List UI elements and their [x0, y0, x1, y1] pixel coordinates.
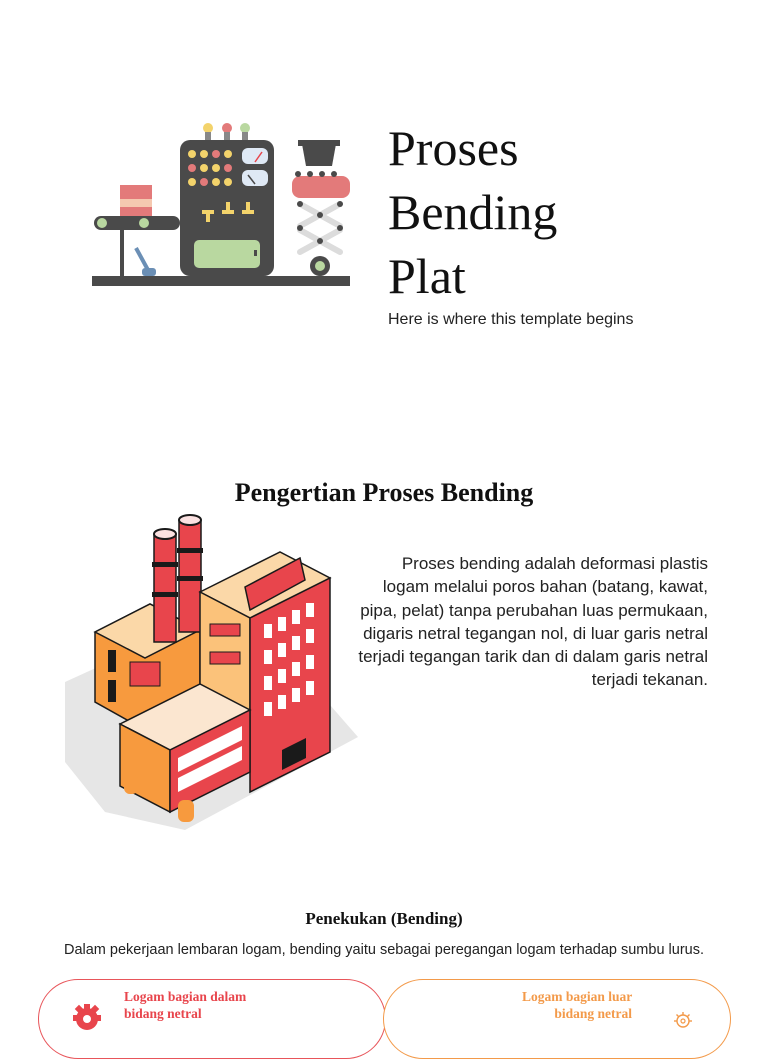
card-label-outer: Logam bagian luar bidang netral — [522, 988, 632, 1022]
green-panel — [194, 240, 260, 268]
penekukan-heading: Penekukan (Bending) — [305, 909, 463, 928]
hero-subtitle: Here is where this template begins — [388, 311, 634, 328]
card-label-line: Logam bagian luar — [522, 989, 633, 1004]
hero-title: Proses Bending Plat — [388, 116, 557, 308]
hero-title-line: Proses — [388, 120, 519, 176]
machine-base — [92, 276, 350, 286]
card-label-line: bidang netral — [554, 1006, 632, 1021]
definition-paragraph: Proses bending adalah deformasi plastis … — [358, 554, 708, 690]
factory-illustration — [65, 514, 358, 830]
gear-outline-icon — [674, 1012, 692, 1028]
hero-title-line: Plat — [388, 248, 466, 304]
section-title: Pengertian Proses Bending — [234, 478, 534, 507]
card-label-inner: Logam bagian dalam bidang netral — [124, 988, 246, 1022]
card-label-line: Logam bagian dalam — [124, 989, 247, 1004]
machine-illustration — [92, 123, 350, 286]
card-label-line: bidang netral — [124, 1006, 202, 1021]
penekukan-text: Dalam pekerjaan lembaran logam, bending … — [63, 942, 705, 958]
gear-icon — [73, 1004, 101, 1030]
conveyor-belt — [94, 216, 180, 230]
hero-title-line: Bending — [388, 184, 558, 240]
